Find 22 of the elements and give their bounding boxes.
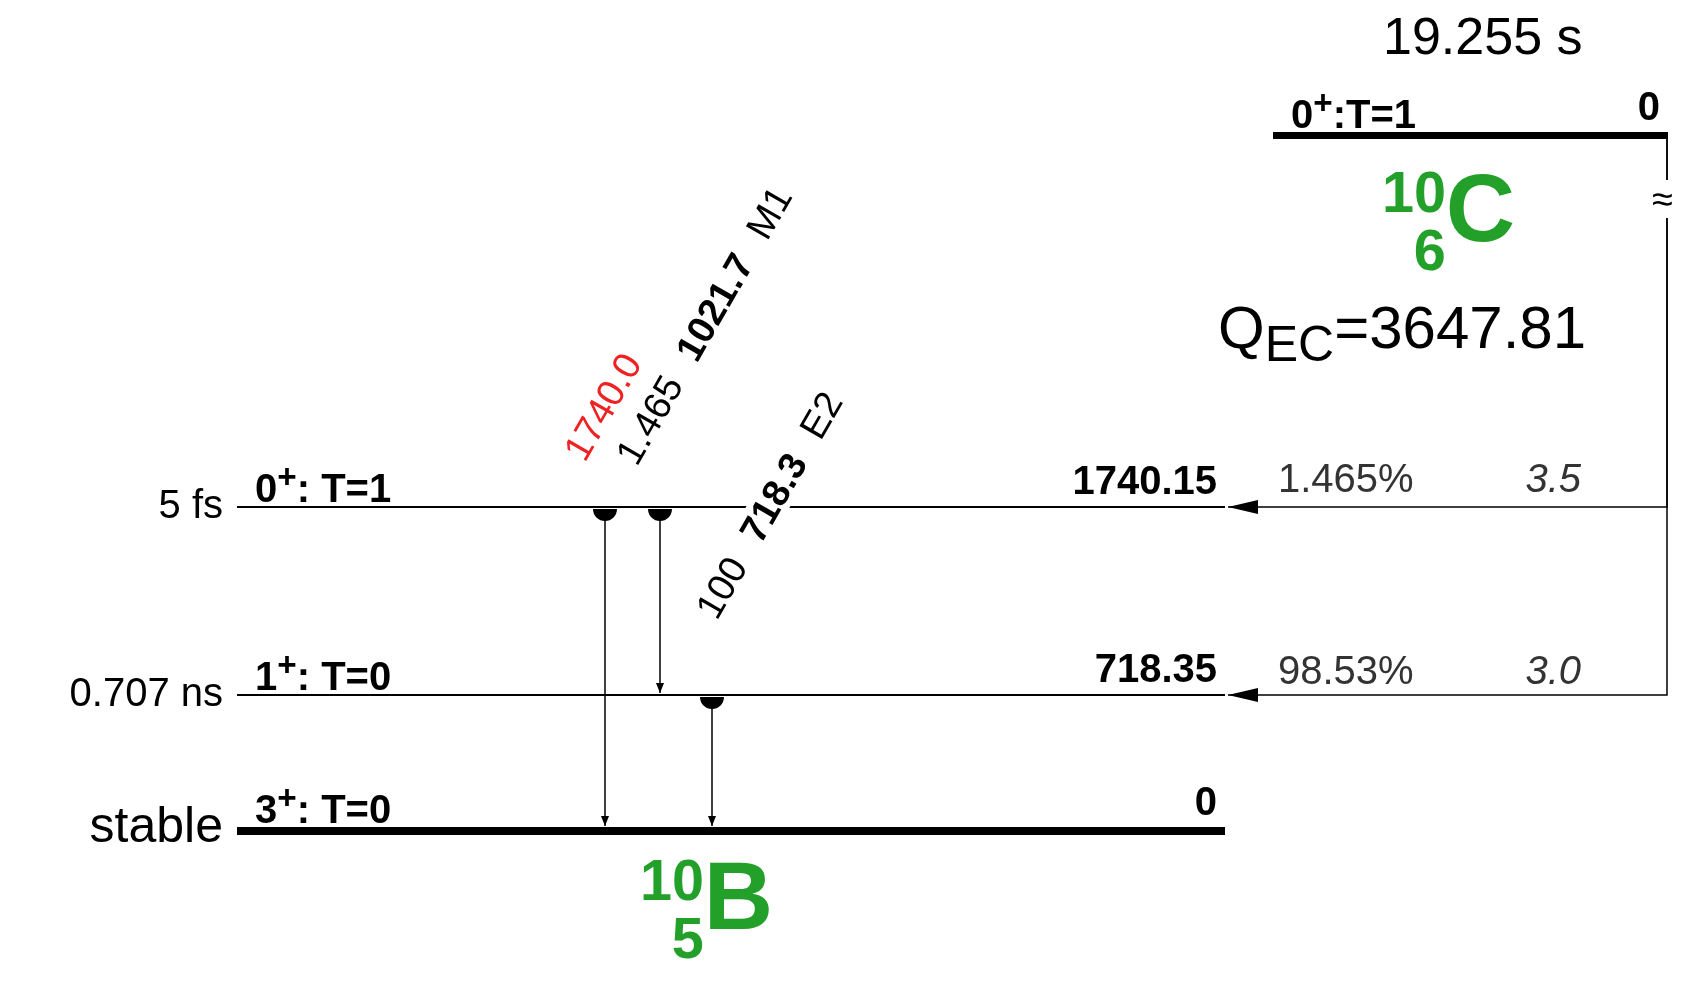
level-energy: 718.35: [1094, 648, 1217, 688]
decay-arrow: [1227, 138, 1668, 702]
branching-ratio: 1.465%: [1278, 458, 1414, 498]
half-life: stable: [89, 799, 223, 850]
q-value: Q$_{EC}$=3647.81: [1218, 298, 1587, 369]
branching-ratio: 98.53%: [1278, 650, 1414, 690]
gamma-transition-arrow: [700, 696, 724, 827]
spin-parity-label: 1$^{+}$: T=0: [255, 648, 392, 697]
half-life: 5 fs: [158, 484, 223, 524]
spin-parity-label: 3$^{+}$: T=0: [255, 781, 392, 830]
log-ft-value: 3.0: [1525, 650, 1581, 690]
half-life: 0.707 ns: [69, 672, 223, 712]
half-life: 19.255 s: [1383, 10, 1583, 62]
log-ft-value: 3.5: [1525, 458, 1581, 498]
level-energy: 1740.15: [1072, 460, 1217, 500]
gamma-transition-arrow: [593, 508, 617, 827]
level-energy: 0: [1637, 86, 1660, 126]
spin-parity-label: 0$^{+}$:T=1: [1291, 86, 1417, 135]
level-energy: 0: [1194, 781, 1217, 821]
gamma-transition-arrow: [648, 508, 672, 694]
spin-parity-label: 0$^{+}$: T=1: [255, 460, 392, 509]
break-mark: ≈: [1652, 180, 1673, 218]
